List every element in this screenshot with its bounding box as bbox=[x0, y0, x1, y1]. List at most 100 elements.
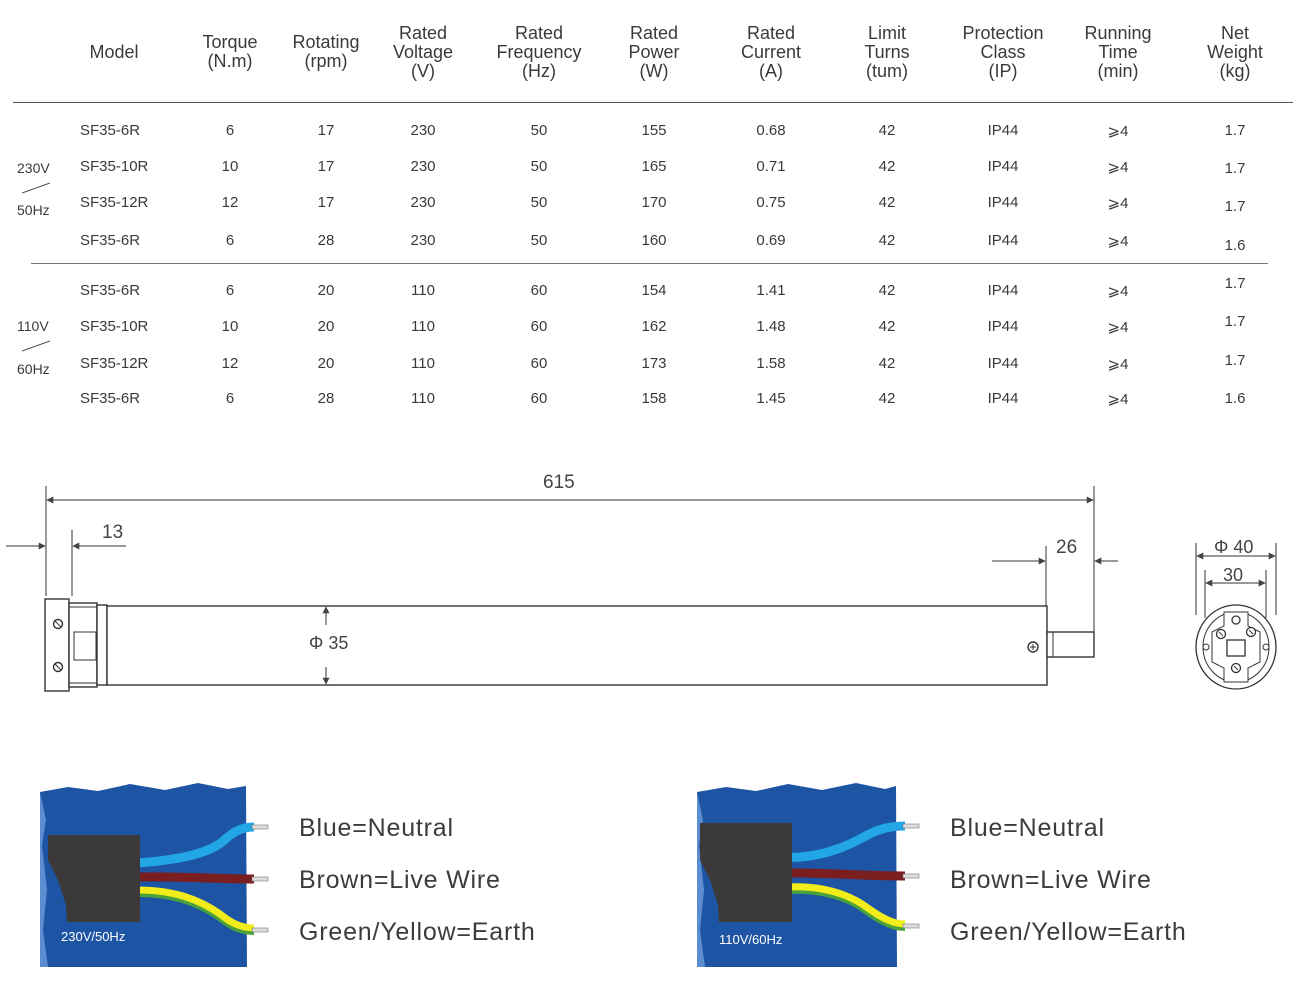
wiring-voltage-tag: 230V/50Hz bbox=[61, 929, 126, 944]
cell-torque: 6 bbox=[225, 122, 235, 139]
cell-ip: IP44 bbox=[987, 282, 1019, 299]
cell-rpm: 20 bbox=[317, 355, 335, 372]
cell-time: ⩾4 bbox=[1107, 195, 1129, 212]
cell-power: 158 bbox=[641, 390, 667, 407]
cell-rpm: 17 bbox=[317, 122, 335, 139]
dimension-head-diameter: Φ 40 bbox=[1214, 537, 1254, 557]
cell-voltage: 230 bbox=[410, 122, 436, 139]
dimension-tube-diameter: Φ 35 bbox=[309, 633, 349, 653]
cell-turns: 42 bbox=[878, 355, 896, 372]
motor-side-view bbox=[6, 486, 1118, 692]
cell-voltage: 110 bbox=[411, 355, 435, 372]
cell-turns: 42 bbox=[878, 158, 896, 175]
cell-weight: 1.7 bbox=[1224, 160, 1246, 177]
cell-rpm: 28 bbox=[317, 390, 335, 407]
cell-weight: 1.6 bbox=[1224, 390, 1246, 407]
cell-time: ⩾4 bbox=[1107, 391, 1129, 408]
cell-weight: 1.7 bbox=[1224, 122, 1246, 139]
legend-blue-neutral: Blue=Neutral bbox=[299, 814, 454, 842]
cell-model: SF35-6R bbox=[80, 232, 141, 249]
cell-current: 0.68 bbox=[756, 122, 786, 139]
cell-power: 165 bbox=[641, 158, 667, 175]
cell-model: SF35-10R bbox=[80, 318, 149, 335]
cell-time: ⩾4 bbox=[1107, 159, 1129, 176]
cell-voltage: 110 bbox=[411, 282, 435, 299]
cell-power: 160 bbox=[641, 232, 667, 249]
cell-current: 1.45 bbox=[756, 390, 786, 407]
cell-current: 0.75 bbox=[756, 194, 786, 211]
wiring-voltage-tag: 110V/60Hz bbox=[719, 932, 783, 947]
cell-turns: 42 bbox=[878, 194, 896, 211]
cell-model: SF35-12R bbox=[80, 355, 149, 372]
cell-weight: 1.7 bbox=[1224, 352, 1246, 369]
legend-brown-live: Brown=Live Wire bbox=[299, 866, 501, 894]
cell-rpm: 20 bbox=[317, 318, 335, 335]
group-divider bbox=[31, 263, 1268, 264]
cell-weight: 1.7 bbox=[1224, 313, 1246, 330]
legend-green-yellow-earth: Green/Yellow=Earth bbox=[299, 918, 536, 946]
cell-freq: 60 bbox=[530, 355, 548, 372]
cell-turns: 42 bbox=[878, 318, 896, 335]
cell-ip: IP44 bbox=[987, 232, 1019, 249]
cell-torque: 6 bbox=[225, 282, 235, 299]
cell-ip: IP44 bbox=[987, 158, 1019, 175]
cell-rpm: 17 bbox=[317, 194, 335, 211]
cell-freq: 50 bbox=[530, 194, 548, 211]
cell-current: 0.71 bbox=[756, 158, 786, 175]
cell-turns: 42 bbox=[878, 122, 896, 139]
cell-current: 0.69 bbox=[756, 232, 786, 249]
legend-green-yellow-earth: Green/Yellow=Earth bbox=[950, 918, 1187, 946]
cell-ip: IP44 bbox=[987, 318, 1019, 335]
cell-ip: IP44 bbox=[987, 355, 1019, 372]
cell-time: ⩾4 bbox=[1107, 356, 1129, 373]
cell-torque: 10 bbox=[221, 158, 239, 175]
cell-power: 170 bbox=[641, 194, 667, 211]
cell-torque: 12 bbox=[221, 355, 239, 372]
cell-current: 1.58 bbox=[756, 355, 786, 372]
cell-voltage: 230 bbox=[410, 232, 436, 249]
group-label-voltage: 230V bbox=[17, 160, 50, 176]
group-label-frequency: 60Hz bbox=[17, 361, 50, 377]
cell-time: ⩾4 bbox=[1107, 319, 1129, 336]
header-rule bbox=[13, 102, 1293, 104]
cell-turns: 42 bbox=[878, 282, 896, 299]
cell-torque: 6 bbox=[225, 232, 235, 249]
legend-blue-neutral: Blue=Neutral bbox=[950, 814, 1105, 842]
cell-voltage: 110 bbox=[411, 318, 435, 335]
group-label-frequency: 50Hz bbox=[17, 202, 50, 218]
cell-time: ⩾4 bbox=[1107, 233, 1129, 250]
cell-freq: 60 bbox=[530, 282, 548, 299]
cell-freq: 60 bbox=[530, 390, 548, 407]
cell-ip: IP44 bbox=[987, 390, 1019, 407]
cell-model: SF35-12R bbox=[80, 194, 149, 211]
wiring-diagram-110v bbox=[697, 783, 920, 967]
motor-end-view bbox=[1195, 543, 1277, 690]
cell-time: ⩾4 bbox=[1107, 123, 1129, 140]
cell-model: SF35-6R bbox=[80, 122, 141, 139]
cell-time: ⩾4 bbox=[1107, 283, 1129, 300]
cell-voltage: 110 bbox=[411, 390, 435, 407]
dimension-shaft-length: 26 bbox=[1056, 537, 1078, 558]
cell-current: 1.48 bbox=[756, 318, 786, 335]
cell-torque: 6 bbox=[225, 390, 235, 407]
cell-voltage: 230 bbox=[410, 194, 436, 211]
cell-power: 154 bbox=[641, 282, 667, 299]
legend-brown-live: Brown=Live Wire bbox=[950, 866, 1152, 894]
cell-turns: 42 bbox=[878, 232, 896, 249]
cell-power: 162 bbox=[641, 318, 667, 335]
cell-model: SF35-6R bbox=[80, 282, 141, 299]
group-separator-slash bbox=[21, 340, 51, 352]
cell-rpm: 28 bbox=[317, 232, 335, 249]
header-model: Model bbox=[89, 42, 139, 62]
cell-freq: 60 bbox=[530, 318, 548, 335]
cell-weight: 1.6 bbox=[1224, 237, 1246, 254]
cell-rpm: 17 bbox=[317, 158, 335, 175]
cell-power: 155 bbox=[641, 122, 667, 139]
